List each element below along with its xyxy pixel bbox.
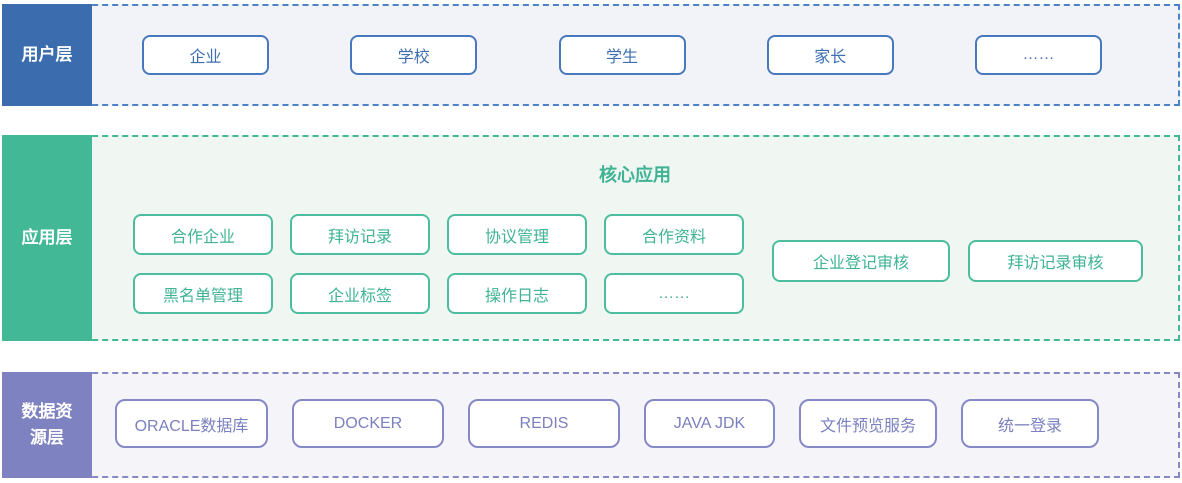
user-layer: 用户层 企业 学校 学生 家长 ……	[2, 4, 1180, 106]
app-layer: 应用层 核心应用 合作企业 拜访记录 协议管理 合作资料 黑名单管理 企业标签 …	[2, 135, 1180, 341]
app-module-enterprise-tags: 企业标签	[290, 273, 430, 314]
app-module-ellipsis: ……	[604, 273, 744, 314]
app-module-agreement-mgmt: 协议管理	[447, 214, 587, 255]
user-item-school: 学校	[350, 35, 478, 75]
app-module-grid: 合作企业 拜访记录 协议管理 合作资料 黑名单管理 企业标签 操作日志 ……	[133, 214, 744, 314]
data-layer-label: 数据资源层	[2, 372, 92, 478]
data-item-java-jdk: JAVA JDK	[644, 399, 775, 448]
app-audit-group: 企业登记审核 拜访记录审核	[772, 240, 1143, 282]
data-resource-layer: 数据资源层 ORACLE数据库 DOCKER REDIS JAVA JDK 文件…	[2, 372, 1180, 478]
audit-enterprise-registration: 企业登记审核	[772, 240, 950, 282]
data-item-file-preview: 文件预览服务	[799, 399, 937, 448]
app-layer-label: 应用层	[2, 135, 92, 341]
core-app-title: 核心应用	[599, 165, 671, 185]
user-item-enterprise: 企业	[142, 35, 269, 75]
app-module-operation-logs: 操作日志	[447, 273, 587, 314]
app-module-cooperation-materials: 合作资料	[604, 214, 744, 255]
user-layer-items: 企业 学校 学生 家长 ……	[92, 6, 1178, 104]
app-module-visit-records: 拜访记录	[290, 214, 430, 255]
data-item-unified-login: 统一登录	[961, 399, 1099, 448]
user-layer-label: 用户层	[2, 4, 92, 106]
data-item-redis: REDIS	[468, 399, 620, 448]
data-item-docker: DOCKER	[292, 399, 444, 448]
app-module-partner-enterprise: 合作企业	[133, 214, 273, 255]
user-item-parent: 家长	[766, 35, 894, 75]
data-item-oracle: ORACLE数据库	[115, 399, 268, 448]
user-item-student: 学生	[558, 35, 686, 75]
audit-visit-record: 拜访记录审核	[968, 240, 1143, 282]
data-resource-items: ORACLE数据库 DOCKER REDIS JAVA JDK 文件预览服务 统…	[115, 399, 1099, 448]
app-module-blacklist-mgmt: 黑名单管理	[133, 273, 273, 314]
user-item-ellipsis: ……	[975, 35, 1102, 75]
